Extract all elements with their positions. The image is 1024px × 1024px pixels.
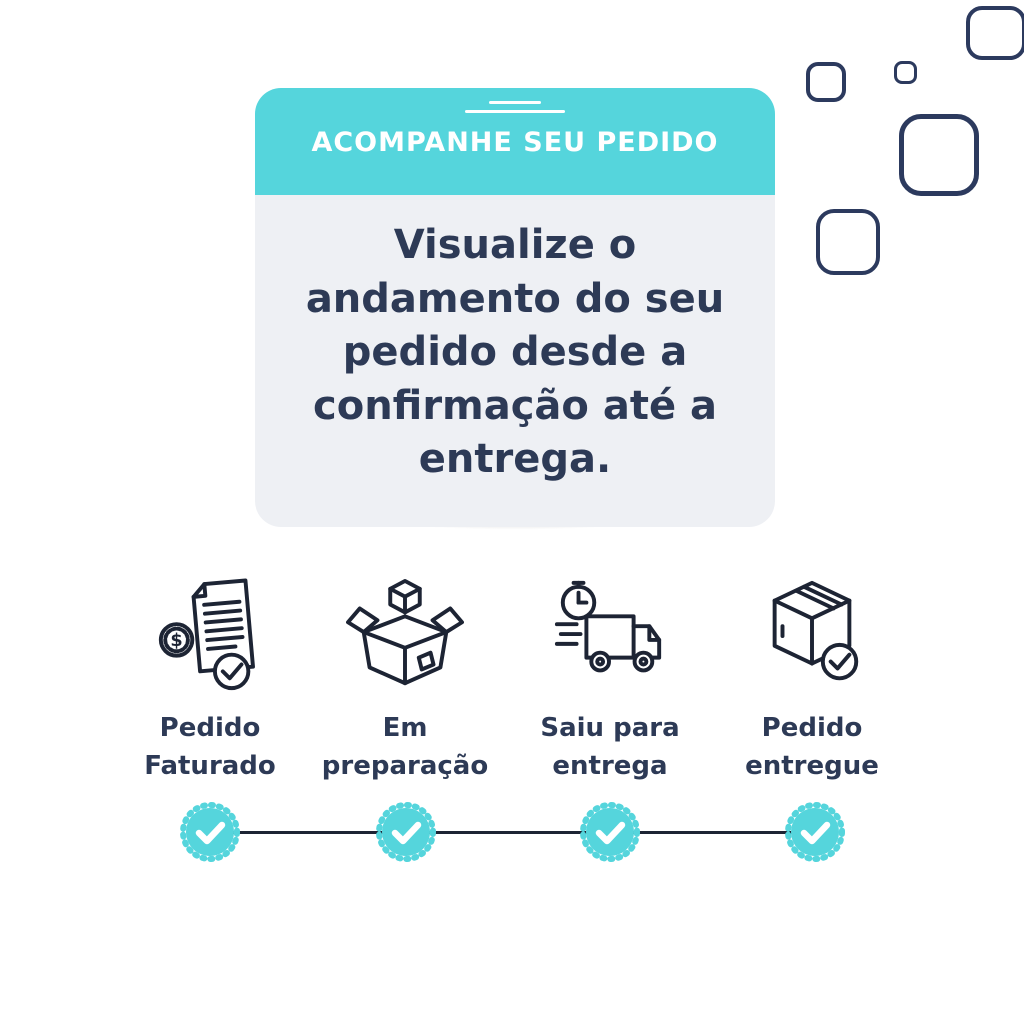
check-icon [800, 821, 831, 845]
card-header: ACOMPANHE SEU PEDIDO [255, 88, 775, 195]
decor-square-2 [806, 62, 846, 102]
timeline-check-badge-4 [785, 802, 845, 862]
step-pedido-entregue: Pedido entregue [714, 576, 910, 785]
card-title: ACOMPANHE SEU PEDIDO [311, 127, 719, 158]
timeline-check-badge-2 [376, 802, 436, 862]
tracking-card: ACOMPANHE SEU PEDIDO Visualize o andamen… [255, 88, 775, 527]
decor-square-4 [899, 114, 979, 196]
header-decor-line-top [489, 101, 541, 104]
timeline-check-badge-3 [580, 802, 640, 862]
step-saiu-para-entrega: Saiu para entrega [512, 576, 708, 785]
step-label: Em preparação [321, 713, 489, 781]
open-box-icon [346, 578, 464, 686]
header-decor-line-bottom [465, 110, 565, 113]
invoice-check-icon: $ [158, 578, 255, 691]
step-label: Pedido Faturado [144, 713, 276, 781]
timeline-check-badge-1 [180, 802, 240, 862]
step-em-preparacao: Em preparação [307, 576, 503, 785]
card-body: Visualize o andamento do seu pedido desd… [255, 195, 775, 527]
dollar-sign: $ [170, 631, 182, 651]
box-check-icon [772, 580, 859, 681]
decor-square-1 [966, 6, 1024, 60]
step-label: Pedido entregue [745, 713, 879, 781]
timeline-connector [210, 831, 815, 834]
decor-square-3 [894, 61, 917, 84]
delivery-truck-icon [554, 580, 662, 673]
step-pedido-faturado: $ Pedido Faturado [112, 576, 308, 785]
check-icon [391, 821, 422, 845]
check-icon [195, 821, 226, 845]
check-icon [595, 821, 626, 845]
step-label: Saiu para entrega [540, 713, 680, 781]
card-body-text: Visualize o andamento do seu pedido desd… [305, 222, 725, 483]
decor-square-5 [816, 209, 880, 275]
